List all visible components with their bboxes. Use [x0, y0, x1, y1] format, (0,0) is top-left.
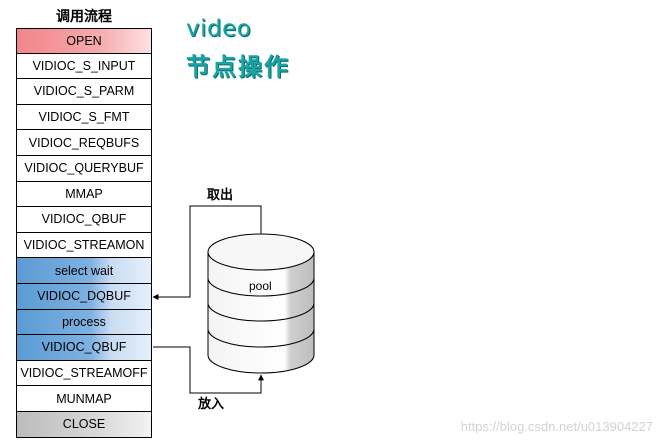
flow-step: VIDIOC_S_FMT [16, 104, 152, 131]
flow-step: VIDIOC_DQBUF [16, 283, 152, 310]
take-out-arrow [152, 205, 262, 300]
put-in-label: 放入 [198, 397, 225, 412]
flow-step: select wait [16, 258, 152, 284]
flow-step: process [16, 309, 152, 336]
flow-step: OPEN [16, 28, 152, 54]
flow-step: MUNMAP [16, 386, 152, 412]
flow-step: VIDIOC_QBUF [16, 207, 152, 233]
heading-node-ops: 节点操作 [186, 53, 290, 81]
pool-cylinder [207, 233, 315, 374]
take-out-label: 取出 [207, 188, 234, 203]
pool-label: pool [249, 279, 272, 293]
flow-step: VIDIOC_QUERYBUF [16, 155, 152, 182]
flow-step: VIDIOC_REQBUFS [16, 130, 152, 156]
heading-video: video [186, 16, 252, 42]
put-in-arrow [153, 346, 264, 394]
flow-step: CLOSE [16, 411, 152, 438]
flow-title: 调用流程 [56, 9, 112, 25]
flow-step: VIDIOC_S_INPUT [16, 53, 152, 80]
flow-step: VIDIOC_STREAMON [16, 232, 152, 259]
flow-step: VIDIOC_QBUF [16, 335, 152, 361]
watermark: https://blog.csdn.net/u013904227 [460, 419, 653, 434]
flow-step: VIDIOC_STREAMOFF [16, 360, 152, 387]
flow-step: MMAP [16, 181, 152, 208]
flow-step: VIDIOC_S_PARM [16, 79, 152, 105]
